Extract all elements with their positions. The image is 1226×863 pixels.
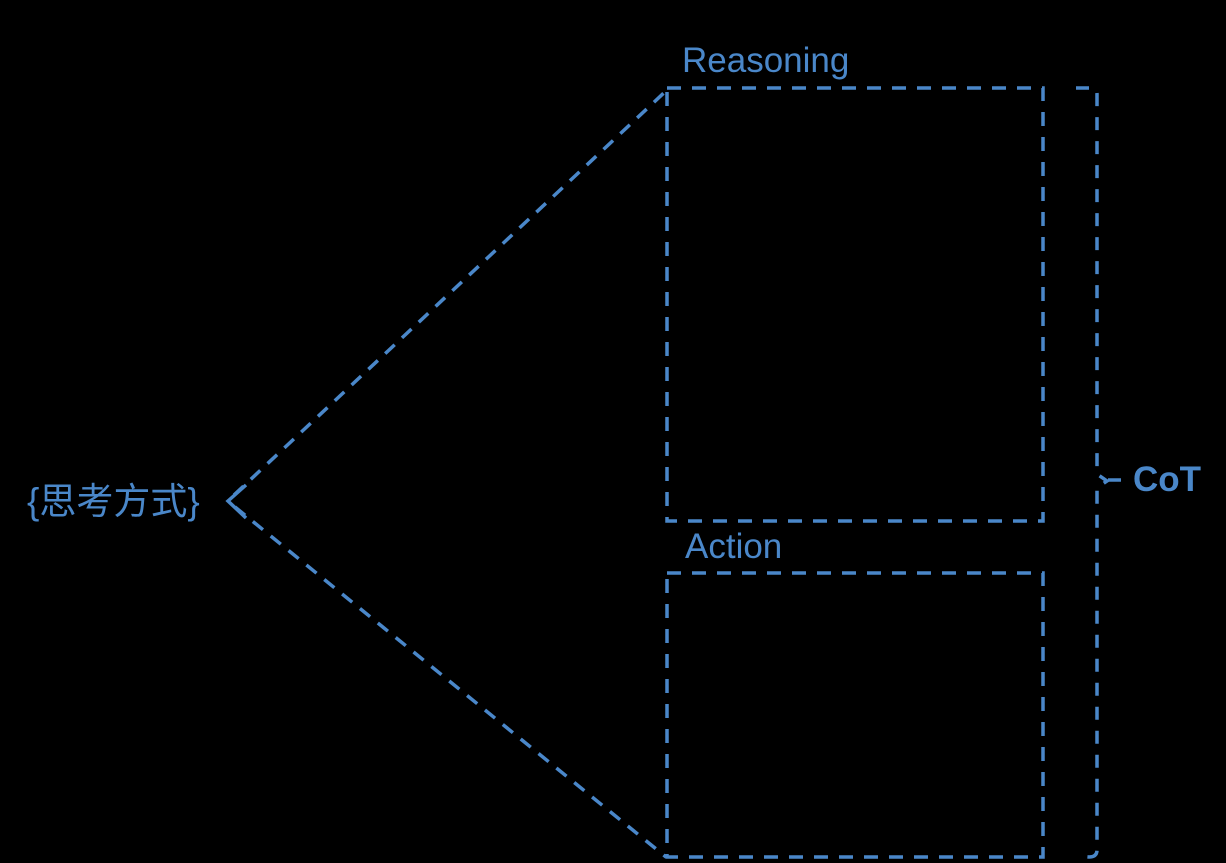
reasoning-box-outline: [665, 86, 1045, 523]
action-box-outline: [665, 571, 1045, 859]
action-box-label: Action: [685, 527, 783, 566]
connector-to-action-line: [233, 505, 668, 859]
cot-bracket-label: CoT: [1133, 460, 1202, 499]
connector-to-reasoning-line: [232, 88, 669, 497]
reasoning-box-label: Reasoning: [682, 41, 850, 80]
source-node-label: {思考方式}: [27, 481, 200, 522]
cot-brace: [1076, 86, 1111, 859]
